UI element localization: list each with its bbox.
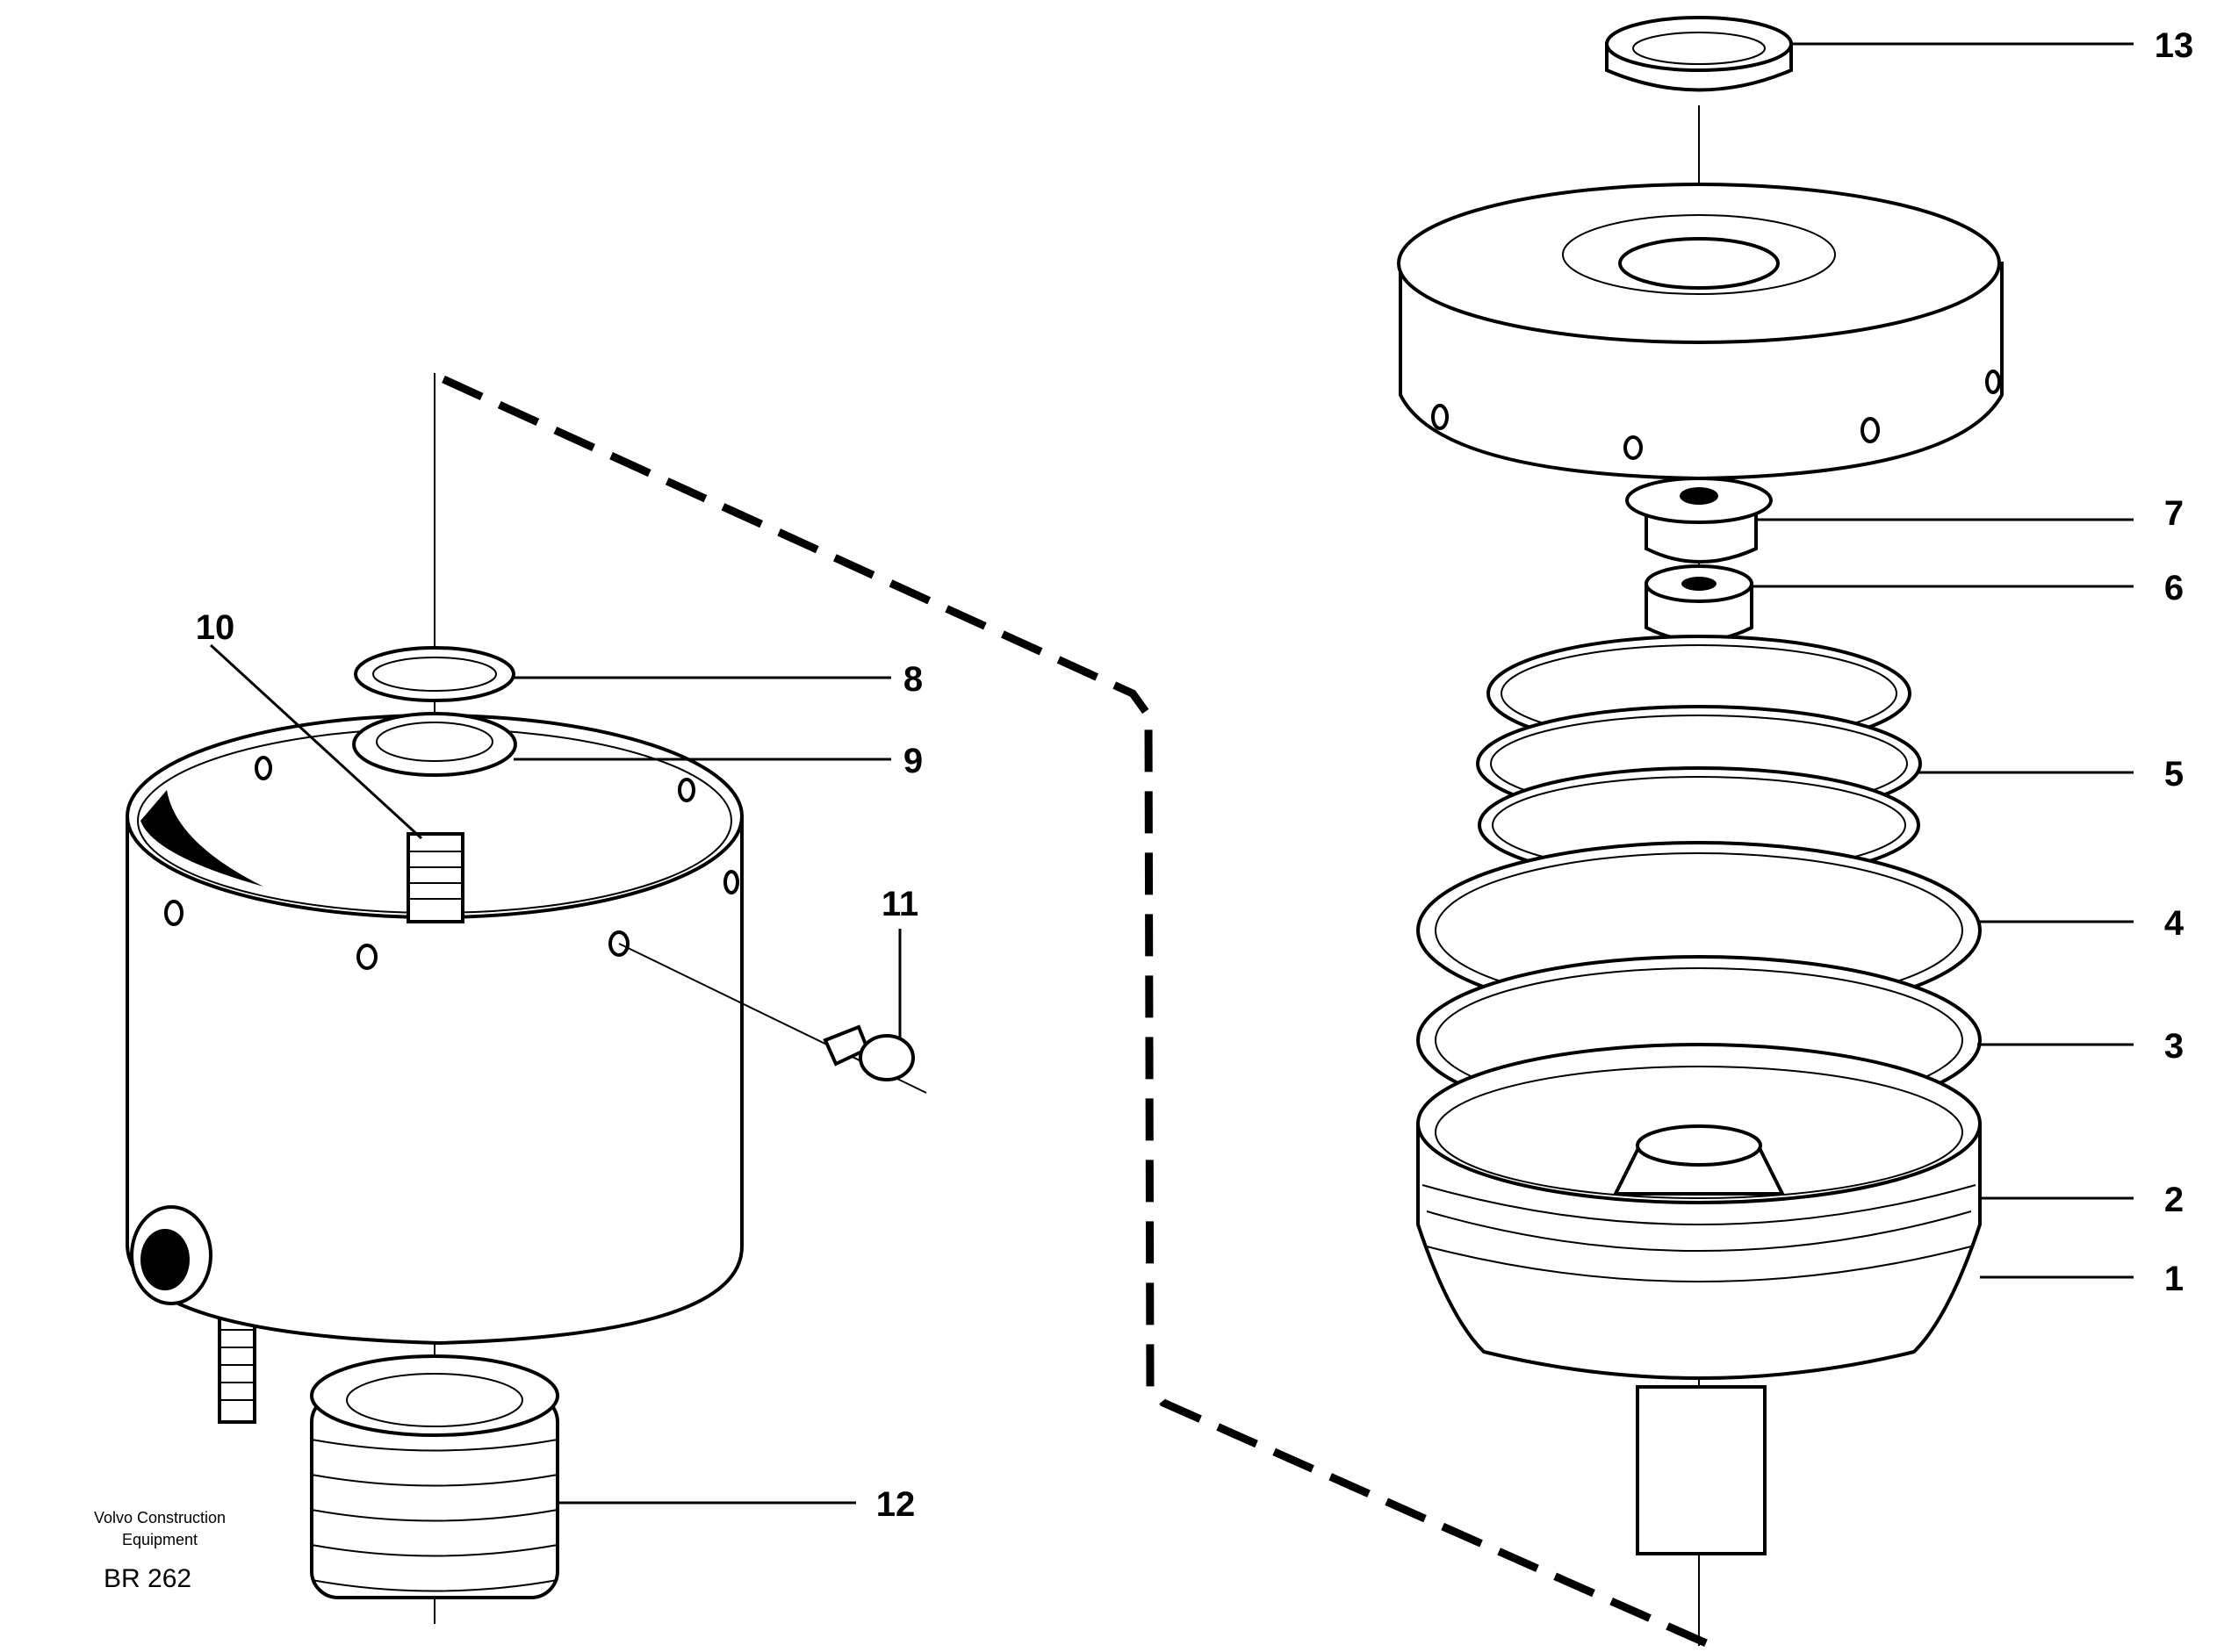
callout-9: 9 — [514, 742, 923, 780]
screw-11 — [618, 943, 927, 1094]
dashed-assembly-line — [442, 375, 1714, 1650]
callout-5: 5 — [1918, 755, 2184, 794]
callout-2: 2 — [1980, 1181, 2184, 1219]
seal-ring-9 — [352, 712, 517, 777]
callout-4-label: 4 — [2164, 904, 2184, 943]
callout-4: 4 — [1977, 904, 2184, 943]
callout-6-label: 6 — [2164, 569, 2184, 607]
bottom-stud — [218, 1306, 256, 1424]
bellows-12 — [310, 1354, 559, 1599]
callout-7: 7 — [1756, 494, 2184, 533]
cap-13 — [1605, 16, 1793, 92]
callout-5-label: 5 — [2164, 755, 2184, 794]
callout-12-label: 12 — [876, 1485, 916, 1524]
credit-line-1: Volvo Construction — [94, 1509, 226, 1526]
callout-3: 3 — [1977, 1027, 2184, 1066]
callout-3-label: 3 — [2164, 1027, 2184, 1066]
callout-12: 12 — [558, 1485, 915, 1524]
nut-7 — [1625, 477, 1773, 564]
callout-1: 1 — [1980, 1260, 2184, 1298]
threaded-stud-10 — [407, 832, 464, 923]
callout-8: 8 — [514, 660, 923, 699]
nut-6 — [1645, 564, 1753, 643]
callout-7-label: 7 — [2164, 494, 2184, 533]
callout-10: 10 — [196, 608, 423, 840]
callout-1-label: 1 — [2164, 1260, 2184, 1298]
callout-13: 13 — [1791, 26, 2193, 65]
callout-6: 6 — [1752, 569, 2184, 607]
callout-11: 11 — [882, 885, 918, 1040]
piston-body — [1416, 1043, 1982, 1555]
callout-13-label: 13 — [2155, 26, 2194, 65]
cylinder-housing — [126, 714, 744, 1346]
seal-ring-8 — [354, 646, 515, 702]
drawing-code: BR 262 — [104, 1564, 191, 1593]
callout-10-label: 10 — [196, 608, 235, 647]
callout-2-label: 2 — [2164, 1181, 2184, 1219]
callout-8-label: 8 — [903, 660, 923, 699]
callout-11-label: 11 — [882, 885, 918, 923]
top-cover — [1397, 183, 2004, 481]
callout-9-label: 9 — [903, 742, 923, 780]
credit-line-2: Equipment — [122, 1531, 198, 1548]
